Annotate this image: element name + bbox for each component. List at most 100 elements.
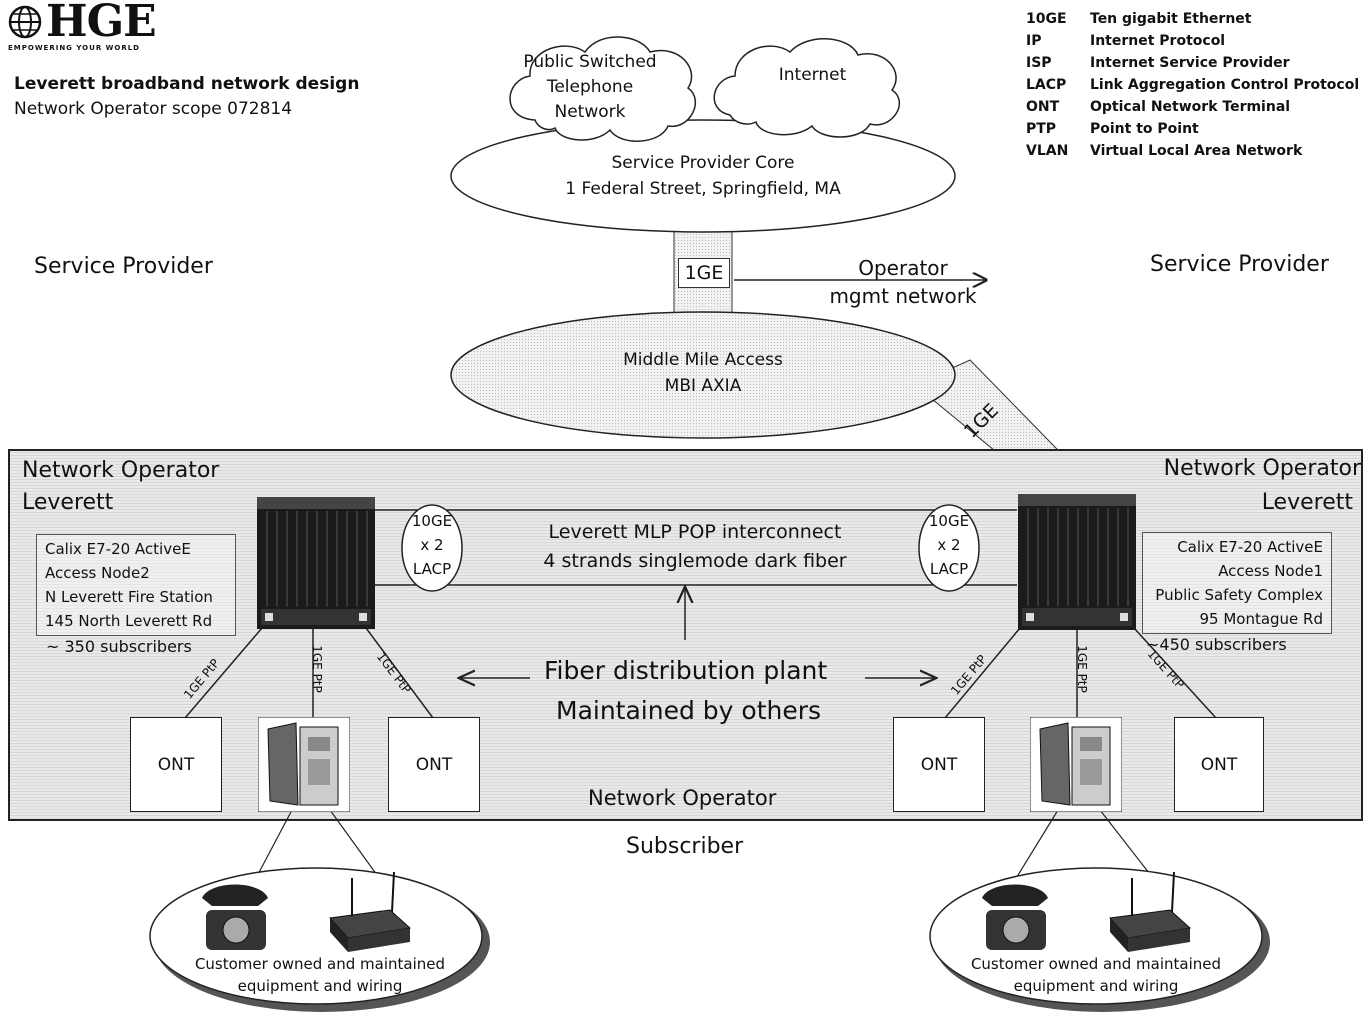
lacp-right-label: 10GE x 2 LACP <box>917 509 981 581</box>
legend-desc: Internet Protocol <box>1090 33 1226 49</box>
service-provider-core-ellipse <box>450 119 956 233</box>
telephone-icon <box>202 884 268 950</box>
outdoor-enclosure-left <box>258 717 350 812</box>
network-operator-right-label: Network Operator <box>1163 456 1361 481</box>
logo-text: HGE <box>46 0 157 47</box>
middle-mile-label: Middle Mile Access MBI AXIA <box>553 347 853 399</box>
lacp-left-label: 10GE x 2 LACP <box>400 509 464 581</box>
network-operator-zone <box>8 449 1363 821</box>
legend-abbr: 10GE <box>1026 11 1067 27</box>
node2-subscribers: ~ 350 subscribers <box>46 637 192 656</box>
core-label-line1: Service Provider Core <box>611 153 795 173</box>
calix-chassis-node2 <box>257 497 375 629</box>
legend-row: VLAN Virtual Local Area Network <box>1026 140 1359 162</box>
internet-label: Internet <box>778 65 847 85</box>
pstn-label-line2: Telephone <box>546 77 634 97</box>
node2-site: N Leverett Fire Station <box>45 588 213 606</box>
ptp-label-right-2: 1GE PtP <box>1074 645 1089 693</box>
legend-row: PTP Point to Point <box>1026 118 1359 140</box>
ont-label-4: ONT <box>1200 754 1238 775</box>
core-label-line2: 1 Federal Street, Springfield, MA <box>565 179 841 199</box>
ptp-label-left-2: 1GE PtP <box>309 645 324 693</box>
lacp-left-line3: LACP <box>412 560 452 578</box>
lacp-oval-right <box>918 504 980 592</box>
legend-abbr: VLAN <box>1026 143 1069 159</box>
customer-label-right: Customer owned and maintained equipment … <box>946 953 1246 997</box>
legend-desc: Point to Point <box>1090 121 1199 137</box>
middle-mile-ellipse <box>450 311 956 439</box>
ont-label-2: ONT <box>415 754 453 775</box>
hge-logo: HGE EMPOWERING YOUR WORLD <box>8 0 178 62</box>
node1-address: 95 Montague Rd <box>1199 610 1323 628</box>
calix-chassis-node1 <box>1018 494 1136 630</box>
customer-right-line2: equipment and wiring <box>1013 977 1179 995</box>
globe-icon <box>8 5 42 39</box>
interconnect-line2: 4 strands singlemode dark fiber <box>543 550 847 572</box>
legend-row: ISP Internet Service Provider <box>1026 52 1359 74</box>
customer-premises-left <box>149 867 490 1012</box>
access-node1-info: Calix E7-20 ActiveE Access Node1 Public … <box>1142 532 1332 634</box>
mgmt-label-line1: Operator <box>858 256 948 280</box>
customer-label-left: Customer owned and maintained equipment … <box>170 953 470 997</box>
access-node2-info: Calix E7-20 ActiveE Access Node2 N Lever… <box>36 534 236 636</box>
node1-model: Calix E7-20 ActiveE <box>1177 538 1323 556</box>
fiber-maintained-label: Maintained by others <box>556 696 822 725</box>
pstn-label-line1: Public Switched <box>523 52 657 72</box>
outdoor-enclosure-right <box>1030 717 1122 812</box>
legend-abbr: LACP <box>1026 77 1067 93</box>
core-uplink-label: 1GE <box>678 258 730 288</box>
router-icon <box>328 871 412 952</box>
telephone-icon <box>982 884 1048 950</box>
lacp-right-line3: LACP <box>929 560 969 578</box>
legend-desc: Virtual Local Area Network <box>1090 143 1303 159</box>
node1-subscribers: ~450 subscribers <box>1146 635 1287 654</box>
lacp-right-line2: x 2 <box>937 536 961 554</box>
interconnect-label: Leverett MLP POP interconnect 4 strands … <box>490 518 900 576</box>
fiber-plant-label: Fiber distribution plant <box>544 656 828 685</box>
diagram-subtitle: Network Operator scope 072814 <box>14 99 293 119</box>
node1-site: Public Safety Complex <box>1155 586 1323 604</box>
customer-left-line1: Customer owned and maintained <box>194 955 446 973</box>
router-icon <box>1108 871 1192 952</box>
mgmt-network-label: Operator mgmt network <box>818 254 988 310</box>
customer-right-line1: Customer owned and maintained <box>970 955 1222 973</box>
diagram-title: Leverett broadband network design <box>14 74 360 94</box>
service-provider-right-label: Service Provider <box>1150 252 1329 277</box>
legend-desc: Optical Network Terminal <box>1090 99 1291 115</box>
ont-label-1: ONT <box>157 754 195 775</box>
pstn-label: Public Switched Telephone Network <box>520 50 660 125</box>
service-provider-left-label: Service Provider <box>34 254 213 279</box>
customer-premises-right <box>929 867 1270 1012</box>
legend-desc: Link Aggregation Control Protocol <box>1090 77 1360 93</box>
leverett-right-label: Leverett <box>1261 490 1353 515</box>
node2-model: Calix E7-20 ActiveE <box>45 540 191 558</box>
middle-mile-line2: MBI AXIA <box>664 376 742 396</box>
ont-box-1: ONT <box>130 717 222 812</box>
ont-box-3: ONT <box>893 717 985 812</box>
ont-box-4: ONT <box>1174 717 1264 812</box>
lacp-oval-left <box>401 504 463 592</box>
legend-abbr: PTP <box>1026 121 1057 137</box>
ont-box-2: ONT <box>388 717 480 812</box>
lacp-left-line1: 10GE <box>411 512 453 530</box>
ont-label-3: ONT <box>920 754 958 775</box>
node2-address: 145 North Leverett Rd <box>45 612 213 630</box>
core-label: Service Provider Core 1 Federal Street, … <box>503 150 903 202</box>
network-operator-bottom-label: Network Operator <box>588 786 777 810</box>
legend-desc: Internet Service Provider <box>1090 55 1290 71</box>
mgmt-label-line2: mgmt network <box>829 284 977 308</box>
subscriber-label: Subscriber <box>626 834 744 859</box>
pstn-label-line3: Network <box>554 102 626 122</box>
node1-name: Access Node1 <box>1218 562 1323 580</box>
lacp-left-line2: x 2 <box>420 536 444 554</box>
legend-abbr: ISP <box>1026 55 1052 71</box>
network-operator-left-label: Network Operator <box>22 458 220 483</box>
node2-name: Access Node2 <box>45 564 150 582</box>
middle-mile-line1: Middle Mile Access <box>623 350 783 370</box>
legend-row: LACP Link Aggregation Control Protocol <box>1026 74 1359 96</box>
pstn-cloud <box>509 36 697 142</box>
